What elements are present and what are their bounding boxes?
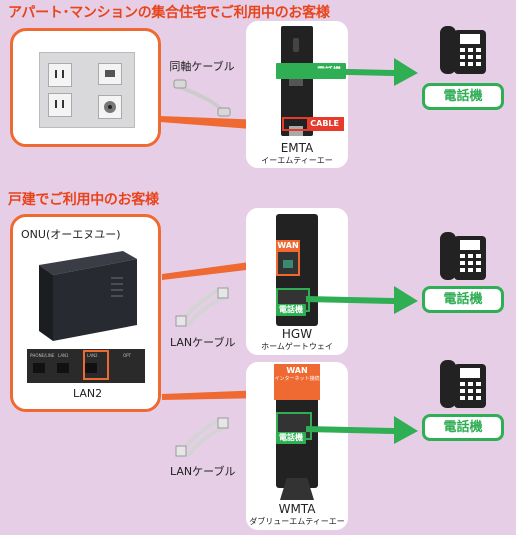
wall-outlet-panel	[10, 28, 161, 147]
lan-cable-icon	[175, 287, 229, 328]
lan2-highlight	[83, 350, 109, 380]
phone-label: 電話機	[422, 286, 504, 313]
wmta-wan-sub: インターネット接続	[274, 376, 320, 382]
wall-plate	[39, 52, 135, 128]
emta-cable-tag: CABLE	[307, 119, 342, 129]
wmta-stand	[280, 478, 314, 500]
coax-cable-icon	[173, 79, 231, 117]
green-arrow	[306, 286, 418, 314]
wmta-name: WMTA	[278, 502, 316, 516]
coax-jack	[98, 95, 122, 119]
wmta-panel: WAN インターネット接続 電話機 WMTA ダブリューエムティーエー	[246, 362, 348, 530]
onu-port-phone: PHONE/LINE	[30, 353, 55, 358]
hgw-wan-tag: WAN	[276, 240, 300, 252]
emta-reading: イーエムティーエー	[261, 156, 333, 165]
lan2-label: LAN2	[73, 387, 103, 400]
onu-port-lan1: LAN1	[58, 353, 69, 358]
lan-cable-label: LANケーブル	[170, 336, 236, 349]
green-arrow	[306, 58, 418, 86]
onu-port-lan2-label: LAN2	[87, 353, 98, 358]
power-socket	[48, 63, 72, 87]
green-arrow	[306, 416, 418, 444]
onu-device	[39, 251, 137, 341]
hgw-panel: WAN 電話機 HGW ホームゲートウェイ	[246, 208, 348, 355]
hgw-reading: ホームゲートウェイ	[261, 342, 333, 351]
emta-panel: 電話機 CABLE EMTA イーエムティーエー	[246, 21, 348, 168]
hgw-name: HGW	[281, 327, 313, 341]
onu-label: ONU(オーエヌユー)	[21, 228, 121, 241]
power-socket	[48, 93, 72, 117]
orange-arrow	[162, 250, 286, 280]
wmta-reading: ダブリューエムティーエー	[249, 517, 345, 526]
phone-label: 電話機	[422, 414, 504, 441]
lan-cable-label: LANケーブル	[170, 465, 236, 478]
onu-panel: ONU(オーエヌユー) PHONE/LINE LAN1 LAN2 OPT LAN…	[10, 214, 161, 412]
emta-cable-port: CABLE	[282, 117, 344, 131]
lan-cable-icon	[175, 417, 229, 458]
emta-name: EMTA	[280, 141, 314, 155]
phone-label: 電話機	[422, 83, 504, 110]
onu-port-strip: PHONE/LINE LAN1 LAN2 OPT	[27, 349, 145, 383]
telephone-icon	[440, 232, 486, 280]
section1-heading: アパート･マンションの集合住宅でご利用中のお客様	[8, 5, 330, 21]
coax-cable-label: 同軸ケーブル	[169, 60, 235, 73]
onu-port-opt: OPT	[123, 353, 132, 358]
orange-arrow	[160, 110, 284, 136]
telephone-icon	[440, 360, 486, 408]
phone-jack	[98, 63, 122, 85]
wmta-wan-label: WAN	[286, 366, 308, 375]
wmta-wan-tag: WAN インターネット接続	[274, 364, 320, 400]
section2-heading: 戸建でご利用中のお客様	[8, 192, 159, 208]
wmta-phone-tag: 電話機	[276, 432, 306, 444]
telephone-icon	[440, 26, 486, 74]
hgw-phone-tag: 電話機	[276, 304, 306, 316]
